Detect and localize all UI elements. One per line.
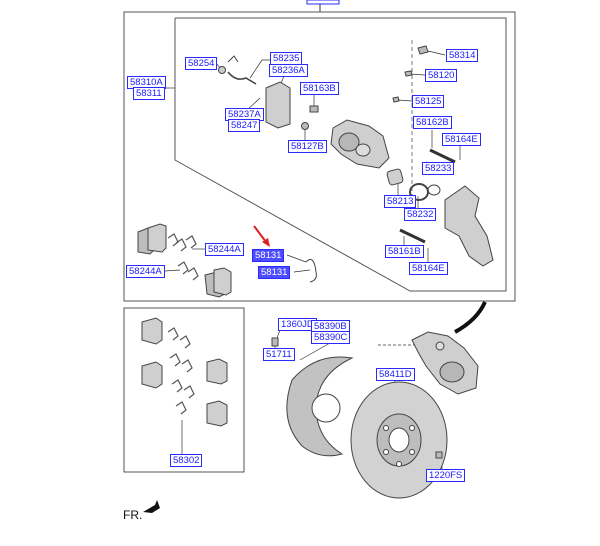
brake-caliper-lower bbox=[411, 301, 487, 395]
guide-pin-upper bbox=[429, 148, 456, 164]
pad-kit-frame bbox=[123, 307, 245, 473]
caliper-assembly-frame bbox=[123, 11, 516, 302]
part-label-58120[interactable]: 58120 bbox=[425, 69, 458, 82]
part-label-58247[interactable]: 58247 bbox=[228, 119, 261, 132]
caliper-bracket bbox=[444, 185, 494, 267]
pad-kit-pads bbox=[141, 317, 228, 427]
part-label-58125[interactable]: 58125 bbox=[412, 95, 445, 108]
piston-and-seal bbox=[386, 168, 441, 201]
part-label-58244a-upper[interactable]: 58244A bbox=[205, 243, 244, 256]
guide-pin-lower bbox=[399, 228, 426, 244]
part-label-58131-highlighted[interactable]: 58131 bbox=[252, 249, 285, 262]
part-label-58163b[interactable]: 58163B bbox=[300, 82, 339, 95]
part-label-51711[interactable]: 51711 bbox=[263, 348, 295, 361]
part-label-58162b[interactable]: 58162B bbox=[413, 116, 452, 129]
part-label-58390c[interactable]: 58390C bbox=[311, 331, 351, 344]
callout-arrow-head bbox=[262, 238, 270, 247]
part-label-1220fs[interactable]: 1220FS bbox=[426, 469, 466, 482]
part-label-58164e-bottom[interactable]: 58164E bbox=[409, 262, 448, 275]
part-label-58233[interactable]: 58233 bbox=[422, 162, 455, 175]
caliper-housing bbox=[330, 119, 390, 169]
part-label-58232[interactable]: 58232 bbox=[404, 208, 437, 221]
pad-kit-clips bbox=[167, 327, 195, 415]
callout-arrow bbox=[253, 225, 267, 243]
brake-pads-upper bbox=[137, 223, 232, 298]
part-label-58314[interactable]: 58314 bbox=[446, 49, 479, 62]
part-label-58302[interactable]: 58302 bbox=[170, 454, 203, 467]
caliper-inner-frame bbox=[174, 17, 507, 292]
brake-hose bbox=[454, 301, 487, 334]
part-label-58131-highlighted-2[interactable]: 58131 bbox=[258, 266, 291, 279]
part-label-58164e-top[interactable]: 58164E bbox=[442, 133, 481, 146]
part-label-58311[interactable]: 58311 bbox=[133, 87, 165, 100]
front-direction-label: FR. bbox=[123, 508, 143, 522]
fasteners-lower bbox=[271, 337, 443, 459]
pad-clips-upper bbox=[167, 233, 199, 281]
part-label-58213[interactable]: 58213 bbox=[384, 195, 417, 208]
part-label-58161b[interactable]: 58161B bbox=[385, 245, 424, 258]
brake-rotor bbox=[350, 381, 448, 499]
part-label-58236a[interactable]: 58236A bbox=[269, 64, 308, 77]
part-label-58127b[interactable]: 58127B bbox=[288, 140, 327, 153]
caliper-carrier-upper bbox=[218, 55, 291, 129]
wear-sensor-wire bbox=[305, 259, 317, 283]
front-direction-arrow bbox=[143, 500, 160, 513]
part-label-58244a-lower[interactable]: 58244A bbox=[126, 265, 165, 278]
part-label-58411d[interactable]: 58411D bbox=[376, 368, 415, 381]
top-connector-tab bbox=[306, 0, 340, 5]
dust-shield bbox=[286, 356, 354, 457]
part-label-58254[interactable]: 58254 bbox=[185, 57, 218, 70]
